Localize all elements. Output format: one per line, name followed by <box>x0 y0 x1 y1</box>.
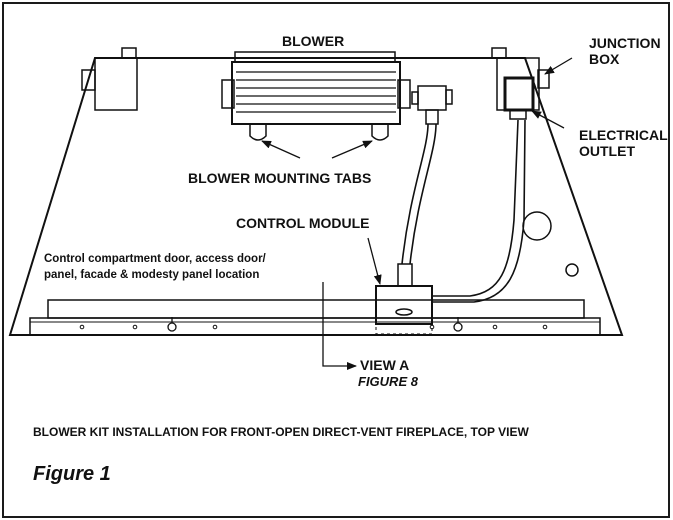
junction-box <box>491 47 550 120</box>
figure-label: Figure 1 <box>33 463 111 485</box>
control-module-label: CONTROL MODULE <box>236 215 370 231</box>
junction-box-label-line1: JUNCTION <box>589 35 661 51</box>
leader-arrows <box>261 57 573 370</box>
keyhole-slots <box>167 317 463 332</box>
side-holes <box>522 211 579 277</box>
control-module <box>375 263 433 335</box>
fireplace-body-outline <box>8 57 624 336</box>
front-lip <box>29 317 601 336</box>
blower-label: BLOWER <box>282 33 344 49</box>
blower-connector <box>411 85 453 125</box>
access-panel-strip <box>47 299 585 319</box>
left-corner-post <box>81 47 138 111</box>
compartment-note-line1: Control compartment door, access door/ <box>44 253 267 265</box>
figure-8-label: FIGURE 8 <box>358 374 419 389</box>
outlet-wire <box>432 119 526 303</box>
figure-caption: BLOWER KIT INSTALLATION FOR FRONT-OPEN D… <box>33 425 529 439</box>
electrical-outlet-label-line1: ELECTRICAL <box>579 127 668 143</box>
blower-wire <box>401 123 437 265</box>
front-lip-screws <box>79 324 548 330</box>
blower-mounting-tabs-label: BLOWER MOUNTING TABS <box>188 170 371 186</box>
junction-box-label-line2: BOX <box>589 51 620 67</box>
view-a-label: VIEW A <box>360 357 409 373</box>
blower-housing <box>221 51 411 141</box>
electrical-outlet-label-line2: OUTLET <box>579 143 635 159</box>
compartment-note-line2: panel, facade & modesty panel location <box>44 269 259 281</box>
